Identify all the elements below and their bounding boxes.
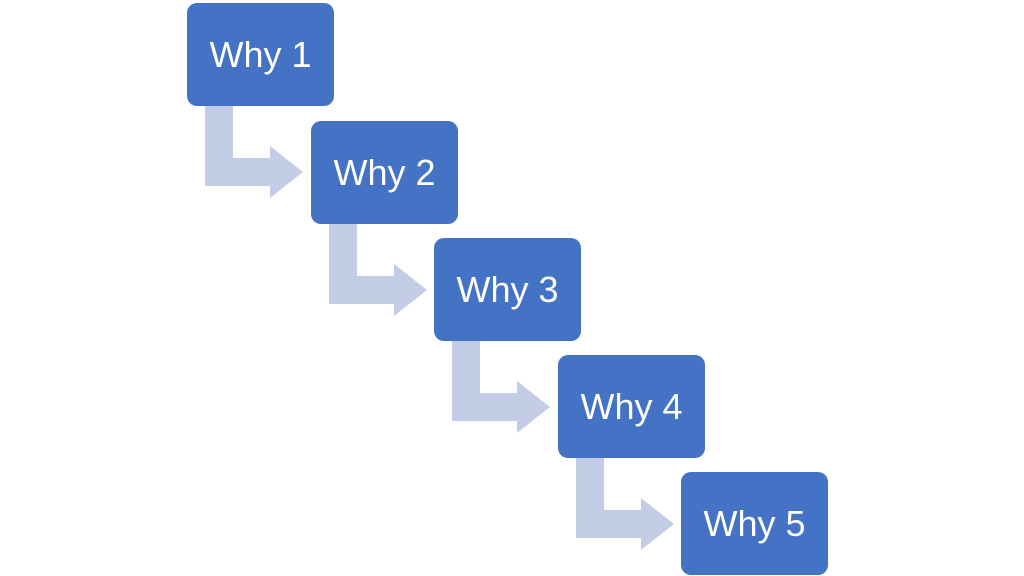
bent-arrow-2-to-3 xyxy=(329,224,427,316)
why-5-label: Why 5 xyxy=(703,502,806,544)
bent-arrow-4-to-5 xyxy=(576,458,674,550)
why-2-box: Why 2 xyxy=(311,121,458,224)
why-4-box: Why 4 xyxy=(558,355,705,458)
why-3-label: Why 3 xyxy=(456,268,559,310)
why-1-label: Why 1 xyxy=(209,33,312,75)
bent-arrow-3-to-4 xyxy=(452,341,550,433)
why-5-box: Why 5 xyxy=(681,472,828,575)
why-3-box: Why 3 xyxy=(434,238,581,341)
why-4-label: Why 4 xyxy=(580,385,683,427)
bent-arrow-1-to-2 xyxy=(205,106,303,198)
why-1-box: Why 1 xyxy=(187,3,334,106)
why-2-label: Why 2 xyxy=(333,151,436,193)
